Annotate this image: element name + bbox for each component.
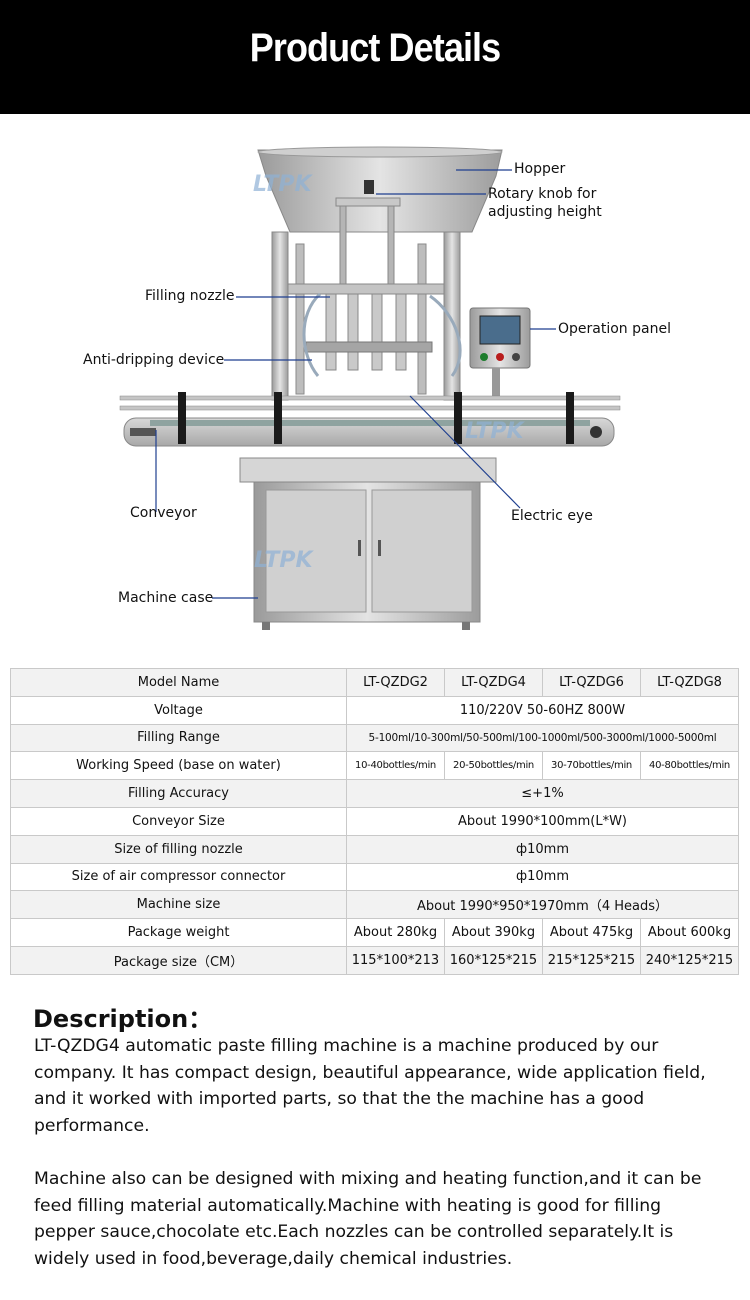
table-cell: LT-QZDG6 xyxy=(542,668,641,697)
table-row: Size of filling nozzle ф10mm xyxy=(10,834,739,864)
table-cell: ≤+1% xyxy=(346,779,739,808)
table-cell: ф10mm xyxy=(346,834,739,864)
table-cell: LT-QZDG8 xyxy=(640,668,739,697)
table-cell: Package weight xyxy=(10,918,347,947)
table-cell: 30-70bottles/min xyxy=(542,751,641,781)
table-cell: 5-100ml/10-300ml/50-500ml/100-1000ml/500… xyxy=(346,723,739,753)
table-cell: Conveyor Size xyxy=(10,806,347,836)
paragraph-line: pepper sauce,chocolate etc.Each nozzles … xyxy=(34,1222,674,1243)
paragraph-line: feed filling material automatically.Mach… xyxy=(34,1195,662,1216)
table-cell: Model Name xyxy=(10,668,347,697)
description-heading: Description： xyxy=(33,1005,213,1033)
table-cell: ф10mm xyxy=(346,862,739,892)
table-cell: 160*125*215 xyxy=(444,945,543,975)
label-hopper: Hopper xyxy=(514,161,566,177)
table-cell: Size of air compressor connector xyxy=(10,862,347,892)
table-row: Machine size About 1990*950*1970mm（4 Hea… xyxy=(10,890,739,920)
paragraph-line: LT-QZDG4 automatic paste filling machine… xyxy=(34,1036,659,1056)
watermark-logo: LTPK xyxy=(465,419,524,444)
table-cell: Size of filling nozzle xyxy=(10,834,347,864)
table-cell: 215*125*215 xyxy=(542,945,641,975)
table-cell: LT-QZDG4 xyxy=(444,668,543,697)
table-cell: Package size（CM） xyxy=(10,945,347,975)
table-row: Conveyor Size About 1990*100mm(L*W) xyxy=(10,806,739,836)
table-cell: 20-50bottles/min xyxy=(444,751,543,781)
paragraph-line: Machine also can be designed with mixing… xyxy=(34,1169,702,1189)
paragraph-line: company. It has compact design, beautifu… xyxy=(34,1062,706,1083)
table-row: Package weight About 280kg About 390kg A… xyxy=(10,918,739,947)
watermark-logo: LTPK xyxy=(253,172,312,197)
page-title: Product Details xyxy=(249,26,501,70)
label-machine-case: Machine case xyxy=(118,590,214,606)
table-cell: 40-80bottles/min xyxy=(640,751,739,781)
table-row: Model Name LT-QZDG2 LT-QZDG4 LT-QZDG6 LT… xyxy=(10,668,739,697)
label-conveyor: Conveyor xyxy=(130,505,197,521)
label-rotary-knob-line2: adjusting height xyxy=(488,204,602,220)
table-cell: About 475kg xyxy=(542,918,641,947)
label-operation-panel: Operation panel xyxy=(558,321,671,337)
table-cell: About 1990*950*1970mm（4 Heads） xyxy=(346,890,739,920)
table-row: Filling Accuracy ≤+1% xyxy=(10,779,739,808)
hopper-shape xyxy=(257,149,503,233)
table-cell: 115*100*213 xyxy=(346,945,445,975)
table-row: Working Speed (base on water) 10-40bottl… xyxy=(10,751,739,781)
machine-figure: LTPK LTPK LTPK Hopper Rotary knob for ad… xyxy=(0,114,750,654)
table-cell: Working Speed (base on water) xyxy=(10,751,347,781)
paragraph-line: and it worked with imported parts, so th… xyxy=(34,1089,645,1110)
paragraph-line: performance. xyxy=(34,1115,150,1136)
paragraph-line: widely used in food,beverage,daily chemi… xyxy=(34,1248,513,1269)
label-electric-eye: Electric eye xyxy=(511,508,593,524)
machine-illustration xyxy=(119,146,621,630)
watermark-logo: LTPK xyxy=(254,548,313,573)
description-paragraph-2: Machine also can be designed with mixing… xyxy=(34,1166,734,1272)
table-row: Size of air compressor connector ф10mm xyxy=(10,862,739,892)
table-row: Filling Range 5-100ml/10-300ml/50-500ml/… xyxy=(10,723,739,753)
table-cell: About 390kg xyxy=(444,918,543,947)
table-cell: About 600kg xyxy=(640,918,739,947)
spec-table: Model Name LT-QZDG2 LT-QZDG4 LT-QZDG6 LT… xyxy=(10,668,739,975)
table-row: Voltage 110/220V 50-60HZ 800W xyxy=(10,695,739,725)
table-cell: LT-QZDG2 xyxy=(346,668,445,697)
table-cell: Voltage xyxy=(10,695,347,725)
label-rotary-knob-line1: Rotary knob for xyxy=(488,186,597,202)
table-cell: About 1990*100mm(L*W) xyxy=(346,806,739,836)
table-cell: About 280kg xyxy=(346,918,445,947)
table-cell: 10-40bottles/min xyxy=(346,751,445,781)
label-anti-dripping: Anti-dripping device xyxy=(83,352,225,368)
header-banner: Product Details xyxy=(0,0,750,114)
table-cell: Filling Range xyxy=(10,723,347,753)
label-filling-nozzle: Filling nozzle xyxy=(145,288,235,304)
table-cell: 240*125*215 xyxy=(640,945,739,975)
table-cell: 110/220V 50-60HZ 800W xyxy=(346,695,739,725)
table-cell: Filling Accuracy xyxy=(10,779,347,808)
table-row: Package size（CM） 115*100*213 160*125*215… xyxy=(10,945,739,975)
description-paragraph-1: LT-QZDG4 automatic paste filling machine… xyxy=(34,1033,734,1139)
table-cell: Machine size xyxy=(10,890,347,920)
